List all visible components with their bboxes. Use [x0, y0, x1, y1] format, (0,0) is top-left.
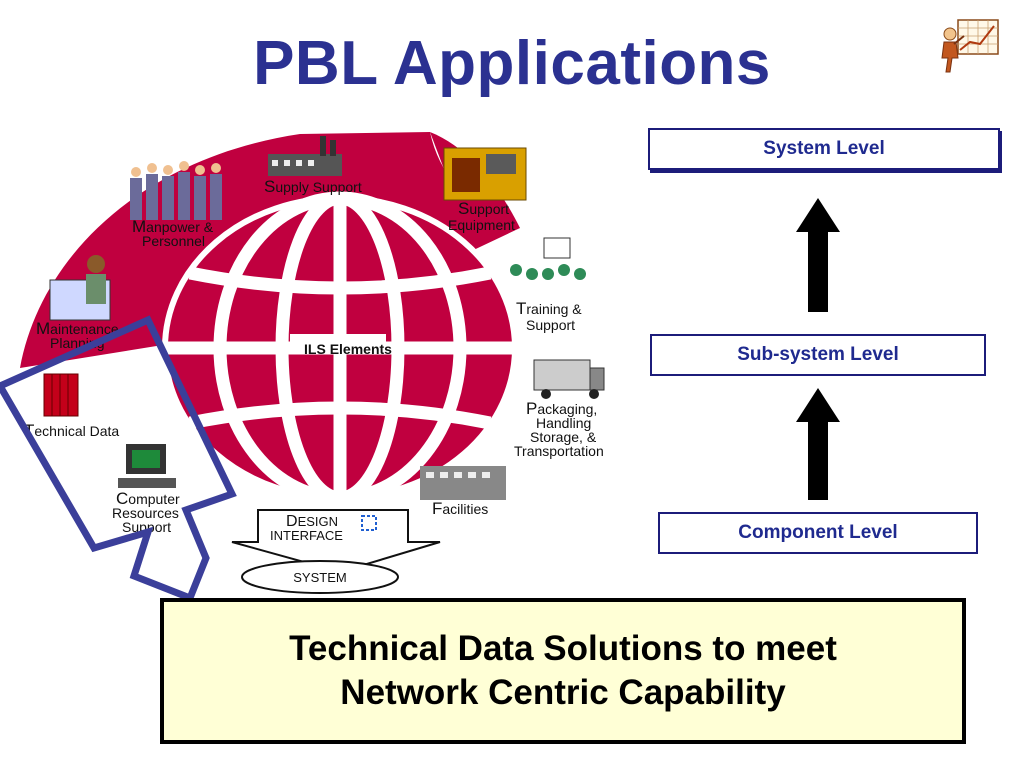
component-level-box: Component Level	[658, 512, 978, 554]
maintenance-icon	[49, 255, 111, 321]
label-packaging-3: Storage, &	[530, 429, 597, 445]
building-icon	[420, 466, 506, 500]
interface-icon	[361, 515, 377, 531]
label-support-equipment-2: Equipment	[448, 217, 515, 233]
factory-icon	[268, 136, 342, 176]
label-supply-support: Supply Support	[264, 177, 362, 196]
label-training: Training &	[516, 299, 582, 318]
callout-arrow	[0, 315, 237, 603]
ils-diagram: ILS Elements Sup	[0, 132, 605, 603]
system-ellipse	[241, 560, 399, 594]
equipment-icon	[443, 147, 527, 201]
label-training-2: Support	[526, 317, 575, 333]
truck-icon	[533, 359, 605, 399]
label-manpower-2: Personnel	[142, 233, 205, 249]
label-design-interface-2: INTERFACE	[270, 528, 343, 543]
design-interface-arrow	[231, 509, 441, 574]
ils-center-label: ILS Elements	[304, 341, 392, 357]
label-computer-2: Resources	[112, 505, 179, 521]
callout-line-2: Network Centric Capability	[340, 673, 786, 712]
label-system: SYSTEM	[293, 570, 346, 585]
presenter-chart-icon	[941, 19, 999, 73]
label-packaging-2: Handling	[536, 415, 591, 431]
globe	[162, 191, 518, 505]
label-manpower: Manpower &	[132, 217, 214, 236]
subsystem-level-box: Sub-system Level	[650, 334, 986, 376]
label-computer: Computer	[116, 489, 180, 508]
label-maintenance: Maintenance	[36, 319, 119, 338]
label-design-interface: DESIGN	[286, 513, 338, 530]
up-arrow-lower	[796, 388, 840, 500]
label-packaging-4: Transportation	[514, 443, 604, 459]
label-facilities: Facilities	[432, 499, 488, 518]
label-computer-3: Support	[122, 519, 171, 535]
computer-icon	[118, 444, 176, 488]
page-title: PBL Applications	[253, 29, 771, 98]
label-support-equipment: Support	[458, 199, 509, 218]
people-icon	[130, 161, 222, 220]
label-packaging: Packaging,	[526, 399, 597, 418]
training-icon	[510, 237, 586, 280]
up-arrow-upper	[796, 198, 840, 312]
technical-data-callout: Technical Data Solutions to meet Network…	[160, 598, 966, 744]
system-level-box: System Level	[648, 128, 1000, 170]
books-icon	[43, 373, 79, 417]
label-technical-data: Technical Data	[24, 421, 119, 440]
callout-line-1: Technical Data Solutions to meet	[289, 629, 837, 668]
